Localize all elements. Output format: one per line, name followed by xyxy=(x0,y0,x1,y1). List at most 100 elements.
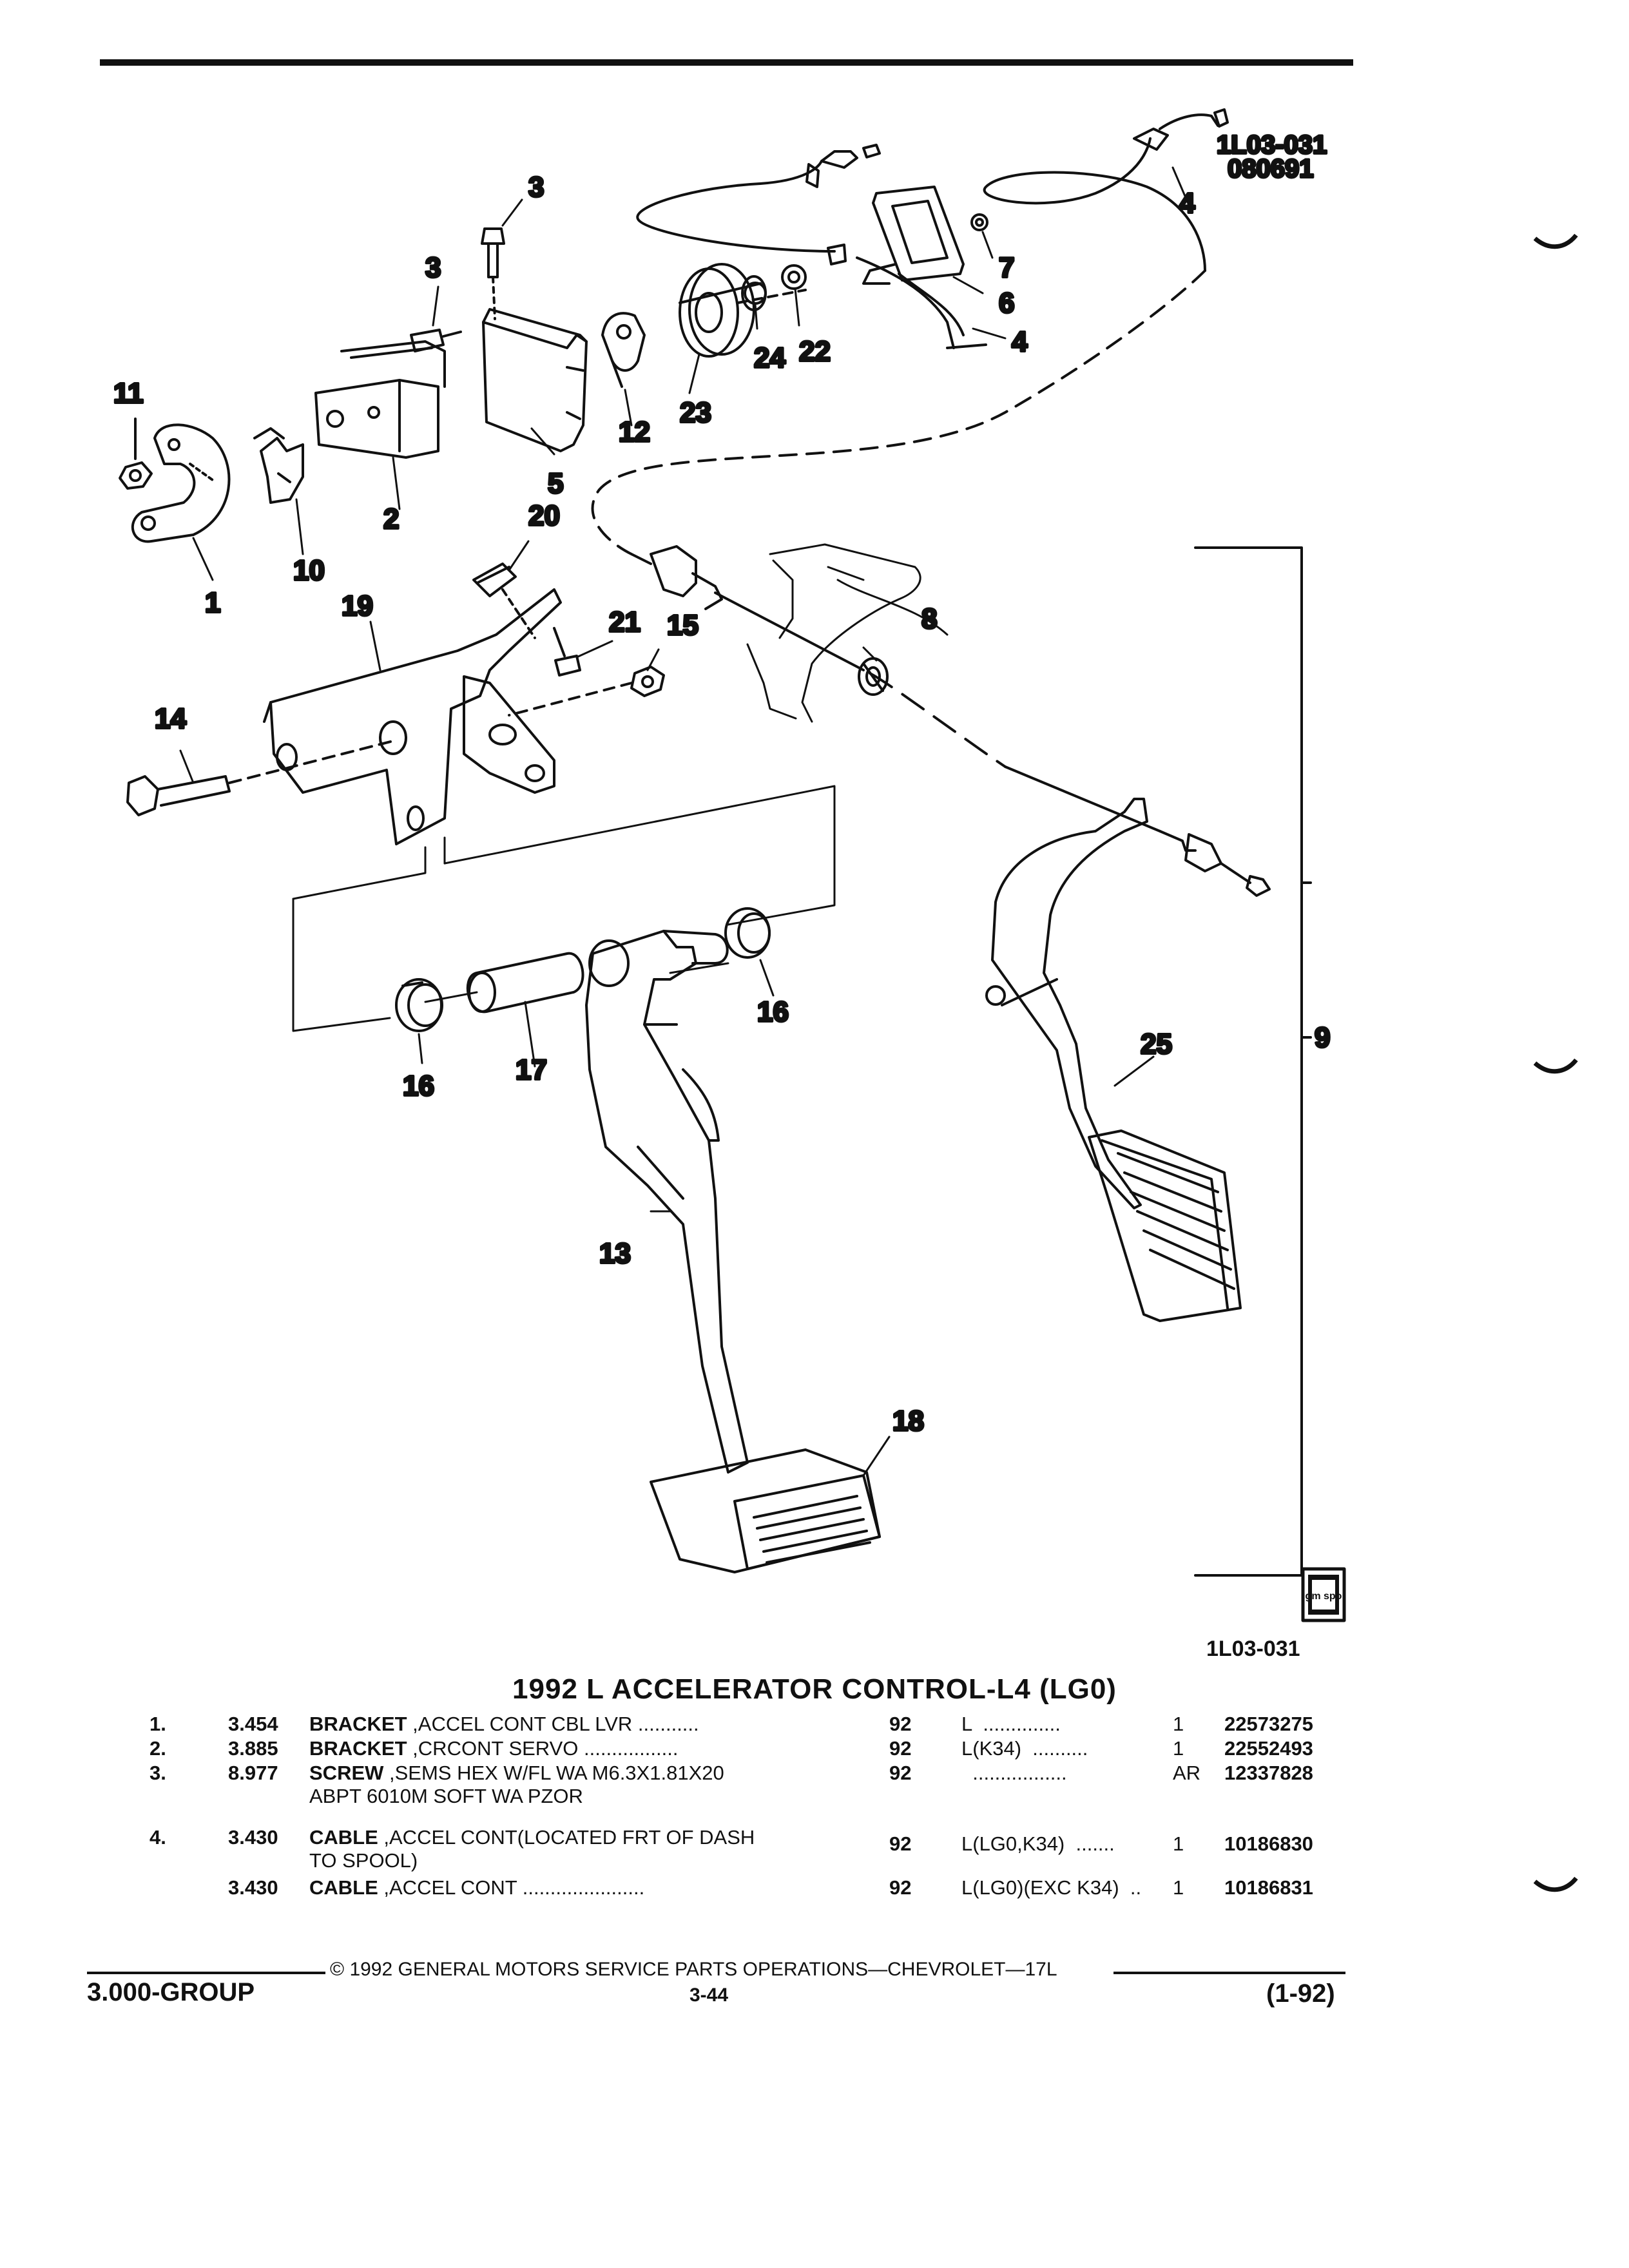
usage-code: L(K34) .......... xyxy=(961,1737,1088,1760)
part-number: 12337828 xyxy=(1224,1762,1313,1784)
callout-12: 12 xyxy=(619,416,650,448)
callout-numbers: 3 3 4 4 6 7 8 5 10 1 11 2 12 23 24 22 20… xyxy=(112,170,1331,1438)
callout-9: 9 xyxy=(1315,1022,1330,1053)
dash-panel-outline xyxy=(746,543,949,723)
callout-2: 2 xyxy=(383,503,399,535)
callout-13: 13 xyxy=(599,1238,631,1269)
callout-25: 25 xyxy=(1141,1028,1172,1060)
part-3-screw-upper xyxy=(481,227,505,320)
gm-spo-logo: gm spo xyxy=(1301,1567,1346,1622)
model-year: 92 xyxy=(889,1876,912,1899)
model-year: 92 xyxy=(889,1832,912,1855)
model-year: 92 xyxy=(889,1713,912,1735)
part-15-nut xyxy=(508,666,665,716)
usage-code: L(LG0)(EXC K34) .. xyxy=(961,1876,1142,1899)
usage-code: L(LG0,K34) ....... xyxy=(961,1832,1115,1855)
part-description: SCREW ,SEMS HEX W/FL WA M6.3X1.81X20 ABP… xyxy=(309,1762,724,1807)
parts-row: 2. 3.885 BRACKET ,CRCONT SERVO .........… xyxy=(149,1737,1354,1762)
callout-7: 7 xyxy=(999,252,1014,284)
leader-lines xyxy=(179,166,1193,1477)
callout-4: 4 xyxy=(1012,326,1028,358)
callout-21: 21 xyxy=(609,606,641,638)
part-description: CABLE ,ACCEL CONT(LOCATED FRT OF DASH TO… xyxy=(309,1826,755,1872)
part-23-spool xyxy=(679,263,807,358)
part-11-nut xyxy=(119,418,153,490)
page-number: 3-44 xyxy=(689,1984,729,2006)
edition-date: (1-92) xyxy=(1266,1979,1335,2008)
binding-mark xyxy=(1534,1876,1578,1892)
parts-list: 1. 3.454 BRACKET ,ACCEL CONT CBL LVR ...… xyxy=(149,1713,1354,1901)
usage-code: ................. xyxy=(961,1762,1067,1784)
part-4-cable-main xyxy=(630,545,1271,897)
exploded-parts-diagram: 1L03-031 080691 xyxy=(112,108,1346,1622)
part-1-bracket xyxy=(131,423,231,543)
part-5-bracket xyxy=(482,308,588,452)
quantity: 1 xyxy=(1173,1713,1184,1735)
model-year: 92 xyxy=(889,1737,912,1760)
quantity: 1 xyxy=(1173,1832,1184,1855)
part-14-bolt xyxy=(126,740,394,816)
quantity: AR xyxy=(1173,1762,1201,1784)
group-number: 3.430 xyxy=(228,1826,278,1849)
callout-3: 3 xyxy=(528,171,544,203)
callout-19: 19 xyxy=(342,590,373,622)
binding-mark xyxy=(1534,1058,1578,1074)
part-13-brake-pedal xyxy=(585,930,749,1474)
part-description: CABLE ,ACCEL CONT ...................... xyxy=(309,1876,645,1899)
part-20-clip xyxy=(472,562,536,639)
part-10-clip xyxy=(253,427,304,504)
callout-18: 18 xyxy=(892,1405,924,1437)
part-6-plate xyxy=(862,186,988,336)
part-16-bushing-right xyxy=(724,907,771,959)
callout-11: 11 xyxy=(113,378,144,409)
part-2-servo-bracket xyxy=(314,340,446,459)
part-description: BRACKET ,ACCEL CONT CBL LVR ........... xyxy=(309,1713,699,1735)
callout-6: 6 xyxy=(999,287,1014,319)
group-number: 3.885 xyxy=(228,1737,278,1760)
model-year: 92 xyxy=(889,1762,912,1784)
parts-row: 3.430 CABLE ,ACCEL CONT ................… xyxy=(149,1876,1354,1901)
assembly-guide-lines xyxy=(292,785,836,1032)
part-9-bracket-line xyxy=(1194,546,1312,1577)
part-4-cable-right xyxy=(591,108,1229,555)
page-title: 1992 L ACCELERATOR CONTROL-L4 (LG0) xyxy=(512,1673,1117,1705)
usage-code: L .............. xyxy=(961,1713,1061,1735)
item-number: 4. xyxy=(149,1826,166,1849)
part-number: 10186830 xyxy=(1224,1832,1313,1855)
group-number: 3.454 xyxy=(228,1713,278,1735)
group-number: 3.430 xyxy=(228,1876,278,1899)
part-18-pedal-pad xyxy=(650,1448,881,1573)
figure-id: 1L03-031 xyxy=(1206,1637,1300,1661)
top-rule xyxy=(100,59,1353,66)
part-21-screw xyxy=(553,627,581,677)
figure-date: 080691 xyxy=(1228,155,1313,183)
part-17-sleeve xyxy=(466,952,584,1014)
part-12-lever xyxy=(601,312,646,388)
callout-23: 23 xyxy=(680,397,711,428)
parts-row: 4. 3.430 CABLE ,ACCEL CONT(LOCATED FRT O… xyxy=(149,1811,1354,1872)
logo-text: gm spo xyxy=(1306,1591,1342,1602)
callout-22: 22 xyxy=(799,336,831,367)
item-number: 1. xyxy=(149,1713,166,1735)
part-number: 22573275 xyxy=(1224,1713,1313,1735)
callout-16: 16 xyxy=(757,996,789,1028)
callout-14: 14 xyxy=(155,703,186,735)
item-number: 3. xyxy=(149,1762,166,1784)
callout-3: 3 xyxy=(425,252,441,284)
binding-mark xyxy=(1534,233,1578,249)
parts-row: 3. 8.977 SCREW ,SEMS HEX W/FL WA M6.3X1.… xyxy=(149,1762,1354,1811)
quantity: 1 xyxy=(1173,1876,1184,1899)
part-number: 10186831 xyxy=(1224,1876,1313,1899)
part-4-cable-left xyxy=(636,144,987,349)
callout-15: 15 xyxy=(667,610,699,641)
part-16-bushing-left xyxy=(395,978,443,1032)
callout-24: 24 xyxy=(754,342,786,374)
callout-8: 8 xyxy=(921,603,937,635)
group-label: 3.000-GROUP xyxy=(87,1978,255,2006)
footer-rule-right xyxy=(1113,1972,1345,1974)
callout-10: 10 xyxy=(293,555,325,586)
item-number: 2. xyxy=(149,1737,166,1760)
callout-17: 17 xyxy=(516,1054,547,1086)
group-number: 8.977 xyxy=(228,1762,278,1784)
part-8-grommet xyxy=(858,657,889,696)
